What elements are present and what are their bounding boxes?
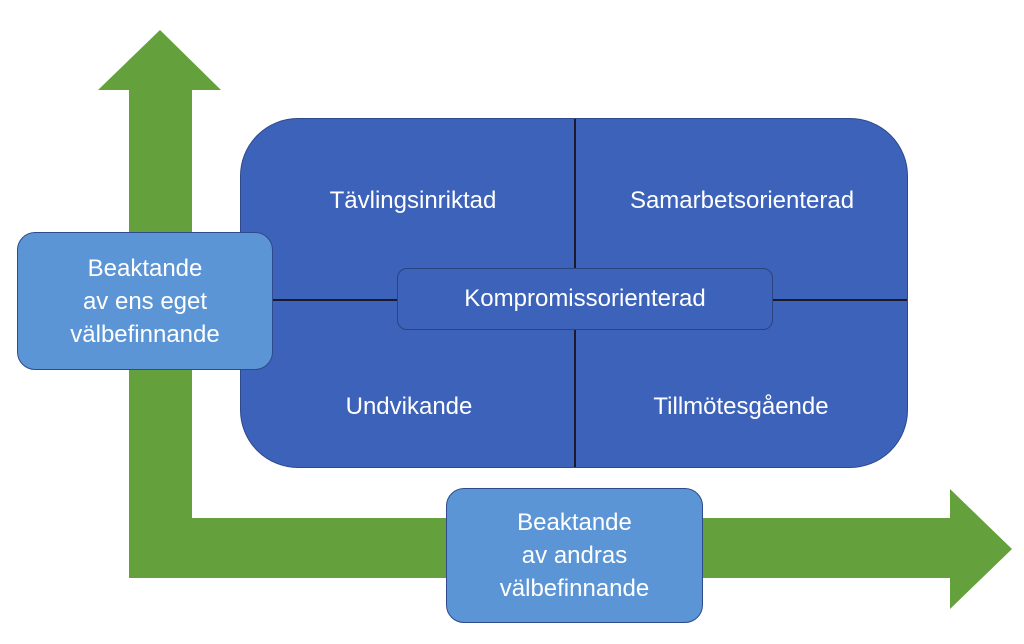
quadrant-collaborating-label: Samarbetsorienterad [629, 187, 855, 214]
others-wellbeing-line-3: välbefinnande [499, 575, 650, 602]
quadrant-accommodating-label: Tillmötesgående [653, 393, 829, 420]
own-wellbeing-line-2: av ens eget [82, 287, 208, 315]
others-wellbeing-axis-box: Beaktande av andras välbefinnande [446, 488, 703, 623]
quadrant-avoiding-label: Undvikande [345, 393, 473, 420]
quadrant-competing-label: Tävlingsinriktad [329, 187, 497, 214]
others-wellbeing-line-2: av andras [521, 542, 628, 569]
compromise-label: Kompromissorienterad [464, 285, 706, 312]
own-wellbeing-line-1: Beaktande [87, 254, 203, 282]
others-wellbeing-line-1: Beaktande [517, 509, 632, 536]
compromise-box: Kompromissorienterad [397, 268, 773, 330]
conflict-style-grid: Tävlingsinriktad Samarbetsorienterad Und… [240, 118, 908, 468]
own-wellbeing-line-3: välbefinnande [70, 320, 220, 348]
own-wellbeing-axis-box: Beaktande av ens eget välbefinnande [17, 232, 273, 370]
